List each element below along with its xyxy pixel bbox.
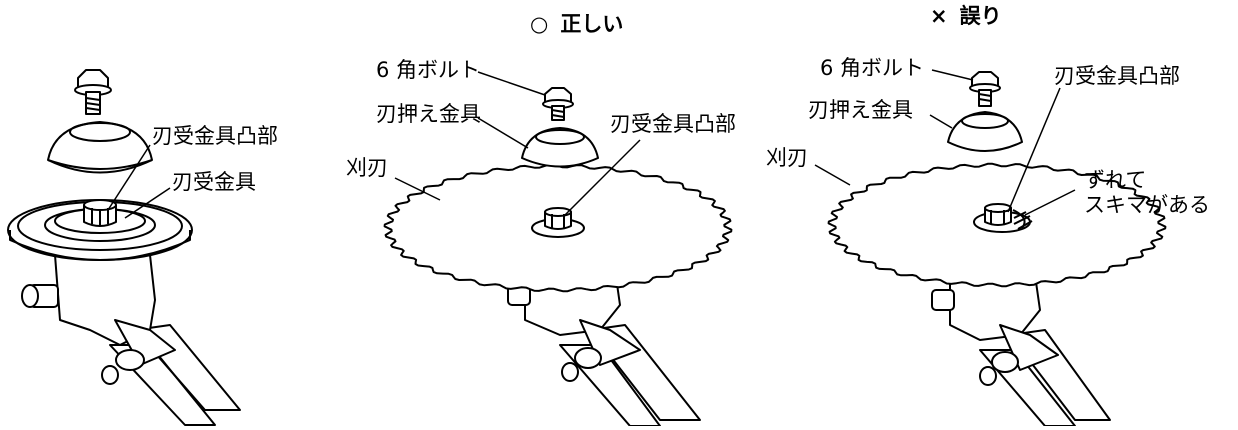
panel-exploded-view	[7, 69, 241, 426]
hex-bolt	[969, 71, 1001, 107]
panel-wrong	[814, 69, 1167, 427]
panel3-label-gap-line2: スキマがある	[1084, 193, 1210, 217]
panel3-label-gap-line1: ずれて	[1084, 168, 1147, 192]
header-correct-text: 正しい	[560, 12, 624, 36]
blade-retainer	[47, 121, 153, 174]
panel2-label-blade-holder-boss: 刃受金具凸部	[610, 112, 736, 136]
shaft	[979, 329, 1111, 427]
panel3-label-hex-bolt: 6 角ボルト	[820, 56, 925, 80]
gearbox	[931, 274, 1059, 386]
panel3-label-blade-retainer: 刃押え金具	[808, 98, 913, 122]
panel3-label-blade-holder-boss: 刃受金具凸部	[1054, 64, 1180, 88]
panel1-leader-lines	[107, 144, 171, 219]
panel2-label-blade-retainer: 刃押え金具	[376, 102, 481, 126]
gearbox	[21, 254, 176, 385]
panel3-leader-lines	[814, 69, 1076, 216]
header-wrong-text: 誤り	[959, 4, 1002, 28]
blade-holder-boss	[531, 207, 585, 238]
header-wrong: × 誤り	[930, 6, 1002, 27]
blade-holder-boss-misaligned	[973, 203, 1033, 233]
hex-bolt	[74, 69, 112, 115]
cross-icon: ×	[930, 4, 948, 28]
blade-holder-boss	[83, 199, 117, 227]
header-correct: ○ 正しい	[530, 14, 623, 35]
panel1-label-blade-holder: 刃受金具	[172, 170, 256, 194]
panel3-label-blade: 刈刃	[766, 146, 808, 170]
blade-retainer	[521, 127, 599, 168]
panel2-label-hex-bolt: 6 角ボルト	[376, 58, 481, 82]
panel2-leader-lines	[394, 71, 641, 216]
panel-correct	[383, 71, 733, 427]
panel1-label-blade-holder-boss: 刃受金具凸部	[152, 124, 278, 148]
hex-bolt	[542, 87, 574, 121]
panel2-label-blade: 刈刃	[346, 156, 388, 180]
shaft	[559, 324, 701, 427]
blade-retainer	[947, 111, 1023, 152]
circle-icon: ○	[530, 12, 549, 36]
